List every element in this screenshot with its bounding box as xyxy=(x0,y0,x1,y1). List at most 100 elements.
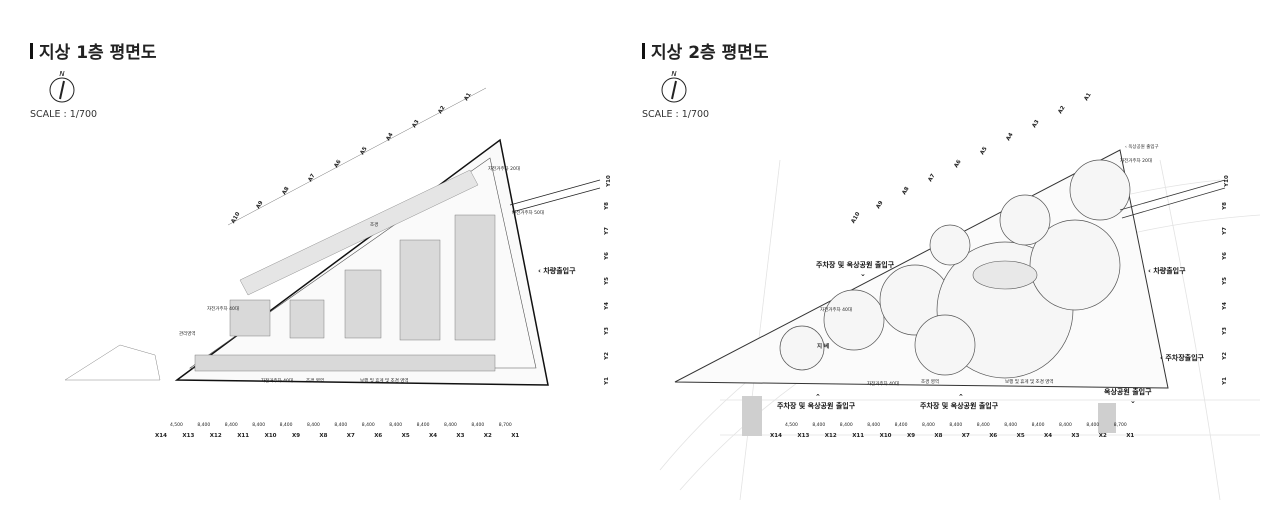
north-label: N xyxy=(59,70,65,78)
pedestrian-area-label: 보행 및 휴게 및 조경 영역 xyxy=(1005,380,1054,385)
dimension-label-8,400: 8,400 xyxy=(922,423,935,428)
grid-label-bottom-x10: X10 xyxy=(879,433,892,439)
crosswalk xyxy=(742,396,762,436)
dimension-label-8,400: 8,400 xyxy=(224,423,238,428)
dimension-label-8,400: 8,400 xyxy=(416,423,430,428)
rooftop-circle xyxy=(1029,219,1121,311)
bike-parking-label: 자전거주차 40대 xyxy=(820,308,852,313)
grid-label-bottom-x3: X3 xyxy=(1071,433,1080,439)
plan-title-text: 지상 1층 평면도 xyxy=(39,43,157,63)
rooftop-entrance-label: 옥상공원 출입구⌄ xyxy=(1104,388,1152,405)
grid-label-bottom-x12: X12 xyxy=(824,433,837,439)
plan-title: 지상 1층 평면도 xyxy=(30,38,157,63)
rooftop-circle xyxy=(823,289,885,351)
dimension-label-8,400: 8,400 xyxy=(812,423,826,428)
grid-label-bottom-x2: X2 xyxy=(483,433,492,439)
grid-label-right-y5: Y5 xyxy=(1221,277,1228,285)
dimension-label-8,700: 8,700 xyxy=(498,423,512,428)
parking-rooftop-entrance-label: ⌃주차장 및 옥상공원 출입구 xyxy=(777,393,856,410)
grid-label-bottom-x13: X13 xyxy=(182,433,195,439)
grid-label-right-y3: Y3 xyxy=(1221,327,1228,335)
grid-label-bottom-x5: X5 xyxy=(401,433,410,439)
bike-parking-label: 자전거주차 40대 xyxy=(261,379,293,384)
rooftop-circle xyxy=(914,314,976,376)
grid-label-bottom-x11: X11 xyxy=(852,433,865,439)
scale-label: SCALE : 1/700 xyxy=(30,109,98,120)
grid-label-bottom-x9: X9 xyxy=(907,433,916,439)
parking-block xyxy=(229,299,271,337)
north-label: N xyxy=(671,70,677,78)
dimension-label-8,400: 8,400 xyxy=(197,423,211,428)
grid-label-bottom-x10: X10 xyxy=(264,433,277,439)
dimension-label-8,400: 8,400 xyxy=(1059,423,1072,428)
grid-label-right-y7: Y7 xyxy=(1221,227,1228,235)
title-bar xyxy=(30,42,33,59)
dimension-label-8,400: 8,400 xyxy=(1086,423,1100,428)
grid-label-bottom-x11: X11 xyxy=(237,433,250,439)
parking-block xyxy=(194,354,496,372)
scale-label: SCALE : 1/700 xyxy=(642,109,710,120)
grid-label-right-y1: Y1 xyxy=(603,377,610,385)
dimension-label-8,400: 8,400 xyxy=(252,423,266,428)
grid-label-bottom-x13: X13 xyxy=(797,433,810,439)
dimension-label-8,400: 8,400 xyxy=(867,423,881,428)
parking-block xyxy=(454,214,496,341)
parking-block xyxy=(344,269,382,339)
rooftop-circle xyxy=(779,325,825,371)
parking-block xyxy=(289,299,325,339)
dimension-label-8,400: 8,400 xyxy=(1004,423,1018,428)
landscape-label: 조경 xyxy=(370,223,379,228)
dimension-label-8,400: 8,400 xyxy=(894,423,908,428)
parking-rooftop-entrance-label: 주차장 및 옥상공원 출입구⌄ xyxy=(816,261,895,278)
grid-label-bottom-x7: X7 xyxy=(346,433,355,439)
grid-label-bottom-x8: X8 xyxy=(934,433,943,439)
plan-drawing-1f xyxy=(64,87,601,386)
dimension-label-4,500: 4,500 xyxy=(785,423,798,428)
grid-label-right-y2: Y2 xyxy=(1221,352,1228,360)
grid-label-bottom-x3: X3 xyxy=(456,433,465,439)
grid-label-bottom-x14: X14 xyxy=(770,433,782,439)
grid-label-right-y8: Y8 xyxy=(1221,202,1228,210)
dimension-label-8,400: 8,400 xyxy=(361,423,375,428)
plan-title: 지상 2층 평면도 xyxy=(642,38,769,63)
grid-label-right-y6: Y6 xyxy=(603,252,610,260)
dimension-label-8,400: 8,400 xyxy=(279,423,293,428)
management-area-label: 관리영역 xyxy=(179,332,196,337)
grid-label-bottom-x1: X1 xyxy=(1126,433,1135,439)
floor-plan-1f-panel: 지상 1층 평면도 N SCALE : 1/700 xyxy=(30,38,612,439)
grid-label-bottom-x2: X2 xyxy=(1098,433,1107,439)
grid-label-bottom-x1: X1 xyxy=(511,433,520,439)
title-bar xyxy=(642,42,645,59)
grid-label-right-y8: Y8 xyxy=(603,202,610,210)
dimension-label-8,400: 8,400 xyxy=(976,423,990,428)
grid-label-bottom-x4: X4 xyxy=(1044,433,1053,439)
grid-label-bottom-x9: X9 xyxy=(292,433,301,439)
grid-label-right-y3: Y3 xyxy=(603,327,610,335)
dimension-label-8,400: 8,400 xyxy=(389,423,403,428)
grid-label-right-y6: Y6 xyxy=(1221,252,1228,260)
grid-label-bottom-x7: X7 xyxy=(961,433,970,439)
grid-label-bottom-x6: X6 xyxy=(374,433,383,439)
landscape-area-label: 조경 영역 xyxy=(306,379,324,384)
dimension-label-4,500: 4,500 xyxy=(170,423,183,428)
parking-entrance-label: ‹ 주차장출입구 xyxy=(1160,354,1204,362)
bike-parking-label: 자전거주차 40대 xyxy=(207,307,239,312)
rooftop-circle xyxy=(1069,159,1131,221)
grid-label-right-y2: Y2 xyxy=(603,352,610,360)
dimension-label-8,400: 8,400 xyxy=(949,423,963,428)
vehicle-entrance-label: ‹ 차량출입구 xyxy=(538,267,576,275)
grid-label-bottom-x14: X14 xyxy=(155,433,167,439)
grid-label-bottom-x6: X6 xyxy=(989,433,998,439)
grid-label-bottom-x4: X4 xyxy=(429,433,438,439)
crosswalk xyxy=(1098,403,1116,433)
bike-parking-label: 자전거주차 40대 xyxy=(867,382,899,387)
parking-rooftop-entrance-label: ⌃주차장 및 옥상공원 출입구 xyxy=(920,393,999,410)
grid-label-right-y10: Y10 xyxy=(1223,175,1230,187)
parking-block xyxy=(399,239,441,341)
dimension-label-8,700: 8,700 xyxy=(1113,423,1127,428)
dimension-label-8,400: 8,400 xyxy=(444,423,457,428)
rooftop-entrance-small-label: ‹ 옥상공원 출입구 xyxy=(1125,145,1159,150)
bike-parking-label: 자전거주차 50대 xyxy=(512,211,544,216)
bike-parking-label: 자전거주차 20대 xyxy=(488,167,520,172)
floor-plan-2f-panel: 지상 2층 평면도 N SCALE : 1/700 xyxy=(620,0,1261,520)
